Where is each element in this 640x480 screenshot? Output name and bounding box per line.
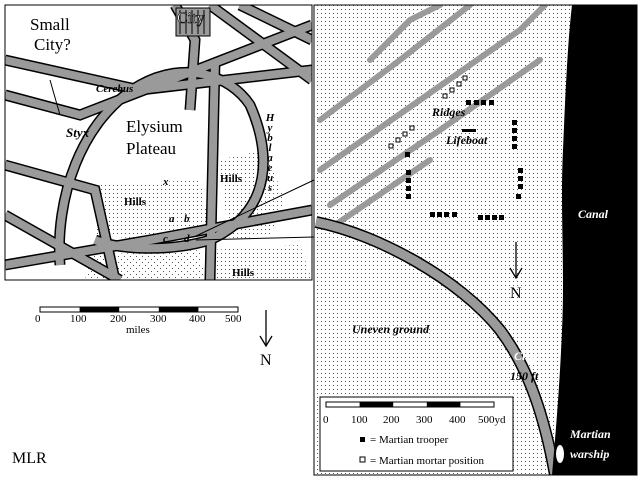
plateau-label: Plateau <box>126 139 177 158</box>
overview-north-arrow: N <box>259 310 273 369</box>
detail-road <box>314 216 561 475</box>
legend-tick-300: 300 <box>416 414 433 426</box>
detail-north-arrow: N <box>509 242 523 302</box>
zoom-connector <box>195 179 315 241</box>
overview-scale-tick-0: 0 <box>35 313 41 325</box>
road-network <box>5 5 312 280</box>
detail-legend: 0 100 200 300 400 500yd = Martian troope… <box>319 396 514 472</box>
warship-label-2: warship <box>570 447 609 461</box>
detail-map: Ridges Lifeboat Canal Uneven ground Clif… <box>314 5 637 475</box>
overview-north-label: N <box>260 352 272 369</box>
city-label: City <box>177 10 205 27</box>
uneven-ground-label: Uneven ground <box>352 322 430 336</box>
lifeboat-marker <box>462 129 476 132</box>
small-city-label-2: City? <box>34 35 71 54</box>
warship-icon <box>556 445 564 463</box>
cerebus-label: Cerebus <box>96 83 133 95</box>
ridges <box>317 5 548 228</box>
overview-frame <box>4 4 313 281</box>
legend-tick-100: 100 <box>351 414 368 426</box>
mark-a: a <box>169 213 175 225</box>
mark-d: d <box>184 233 190 245</box>
overview-scale-tick-400: 400 <box>189 313 206 325</box>
overview-scale-unit: miles <box>126 324 150 336</box>
legend-tick-400: 400 <box>449 414 466 426</box>
hyblaeus-label: Hyblaeus <box>264 112 276 192</box>
mark-b: b <box>184 213 190 225</box>
small-city-label: Small <box>30 15 70 34</box>
canal <box>552 5 637 475</box>
overview-scale-tick-200: 200 <box>110 313 127 325</box>
overview-scale-tick-500: 500 <box>225 313 242 325</box>
overview-map: Small City? City Cerebus Styx Elysium Pl… <box>5 5 312 280</box>
legend-tick-0: 0 <box>323 414 329 426</box>
city-marker <box>175 7 211 37</box>
legend-mortar-label: = Martian mortar position <box>370 455 485 467</box>
hills-area-left <box>95 180 210 240</box>
hills-area-bottom <box>205 245 312 280</box>
cliffs-height-label: 150 ft <box>510 369 539 383</box>
detail-north-label: N <box>510 285 522 302</box>
mark-c: c <box>163 233 168 245</box>
legend-tick-200: 200 <box>383 414 400 426</box>
ridges-label: Ridges <box>431 105 466 119</box>
legend-trooper-swatch <box>360 437 365 442</box>
canal-label: Canal <box>578 207 609 221</box>
legend-mortar-swatch <box>359 456 366 463</box>
credit-label: MLR <box>12 450 47 467</box>
small-city-pointer <box>49 79 61 116</box>
legend-tick-500: 500yd <box>478 414 506 426</box>
warship-label: Martian <box>569 427 611 441</box>
detail-frame <box>313 4 638 476</box>
styx-label: Styx <box>66 125 90 140</box>
hills-label-bottom: Hills <box>232 267 255 279</box>
cliffs-label: Cliffs <box>514 349 541 363</box>
overview-scale-tick-300: 300 <box>150 313 167 325</box>
elysium-label: Elysium <box>126 117 183 136</box>
hills-label-left: Hills <box>124 196 147 208</box>
mortar-positions <box>388 75 468 149</box>
hills-label-right: Hills <box>220 173 243 185</box>
mark-x: x <box>162 176 169 188</box>
overview-scale-tick-100: 100 <box>70 313 87 325</box>
trooper-positions <box>405 100 523 220</box>
lifeboat-label: Lifeboat <box>445 133 488 147</box>
overview-scale: 0 100 200 300 400 500 miles <box>35 306 242 336</box>
legend-trooper-label: = Martian trooper <box>370 434 449 446</box>
